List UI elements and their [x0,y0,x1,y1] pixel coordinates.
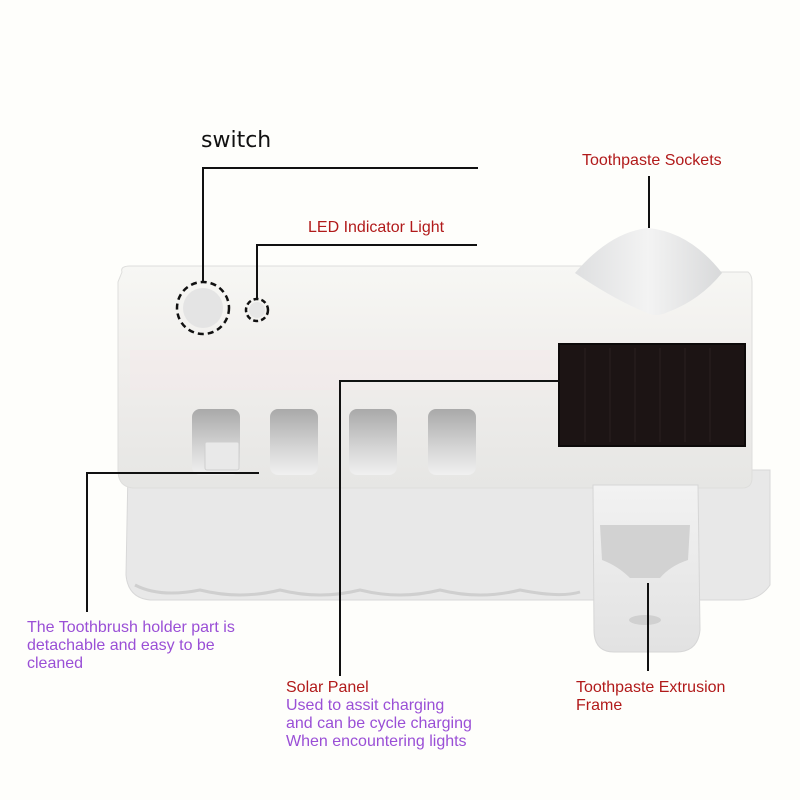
holder-leader-vertical [86,472,88,612]
extrusion-line-1: Toothpaste Extrusion [576,679,726,696]
solar-line-2: and can be cycle charging [286,715,472,732]
solar-line-3: When encountering lights [286,733,467,750]
extrusion-line-2: Frame [576,697,623,714]
switch-label: switch [201,128,272,153]
solar-leader-vertical [339,380,341,676]
sockets-leader [648,176,650,228]
holder-line-2: detachable and easy to be [27,637,215,654]
led-indicator-label: LED Indicator Light [308,219,445,236]
led-leader-vertical [256,244,258,299]
holder-description: The Toothbrush holder part is detachable… [27,619,235,673]
holder-leader-horizontal [86,472,259,474]
solar-panel-description: Solar Panel Used to assit charging and c… [286,679,472,751]
extrusion-frame-description: Toothpaste Extrusion Frame [576,679,725,715]
toothpaste-sockets-label: Toothpaste Sockets [582,152,722,169]
led-leader-horizontal [256,244,477,246]
solar-leader-horizontal [339,380,560,382]
holder-line-1: The Toothbrush holder part is [27,619,235,636]
extrusion-leader [647,583,649,671]
holder-line-3: cleaned [27,655,84,672]
switch-leader-vertical [202,167,204,283]
solar-panel-title: Solar Panel [286,679,369,696]
solar-line-1: Used to assit charging [286,697,445,714]
switch-leader-horizontal [202,167,478,169]
